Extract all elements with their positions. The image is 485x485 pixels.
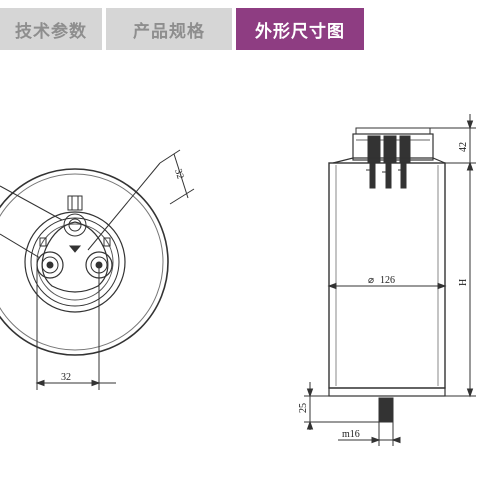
dimension-label-25: 25	[298, 403, 309, 413]
dimension-label-42: 42	[458, 142, 469, 152]
lid-tab-right	[103, 237, 111, 247]
dimension-label-32-rotated: 32	[172, 168, 185, 181]
diameter-symbol: ⌀	[368, 275, 374, 286]
rotated-extension-b	[169, 188, 195, 205]
rotated-dimension-line	[173, 153, 189, 199]
terminal-top	[63, 195, 87, 237]
lid-outer-ring	[24, 211, 126, 313]
dimension-label-126: 126	[380, 275, 395, 286]
side-view	[304, 114, 476, 446]
tab-technical-parameters[interactable]: 技术参数	[0, 8, 102, 50]
can-shoulder	[332, 157, 446, 164]
rotated-extension-a	[159, 149, 181, 164]
tab-product-specifications[interactable]: 产品规格	[106, 8, 232, 50]
terminal-posts	[367, 135, 411, 189]
tab-bar: 技术参数 产品规格 外形尺寸图	[0, 8, 485, 50]
lid-tab-left	[39, 237, 47, 247]
dimension-label-32: 32	[61, 372, 71, 383]
arrow-right	[91, 379, 101, 387]
terminal-left	[36, 251, 64, 279]
center-mark	[68, 245, 82, 253]
dimension-label-H: H	[458, 279, 469, 286]
mounting-stud	[378, 397, 394, 423]
leader-line-right	[87, 162, 161, 251]
terminal-block	[41, 221, 109, 293]
cover-top	[355, 127, 431, 135]
top-view	[0, 149, 195, 390]
capacitor-rim-inner	[0, 173, 164, 351]
tab-outline-dimensions[interactable]: 外形尺寸图	[236, 8, 364, 50]
can-base	[328, 387, 446, 397]
leader-line-left-lower	[0, 233, 41, 259]
leader-line-left-upper	[0, 185, 63, 221]
lid-inner-ring	[30, 217, 120, 307]
arrow-left	[35, 379, 45, 387]
capacitor-outer-rim	[0, 168, 169, 356]
dimension-label-m16: m16	[342, 429, 360, 440]
